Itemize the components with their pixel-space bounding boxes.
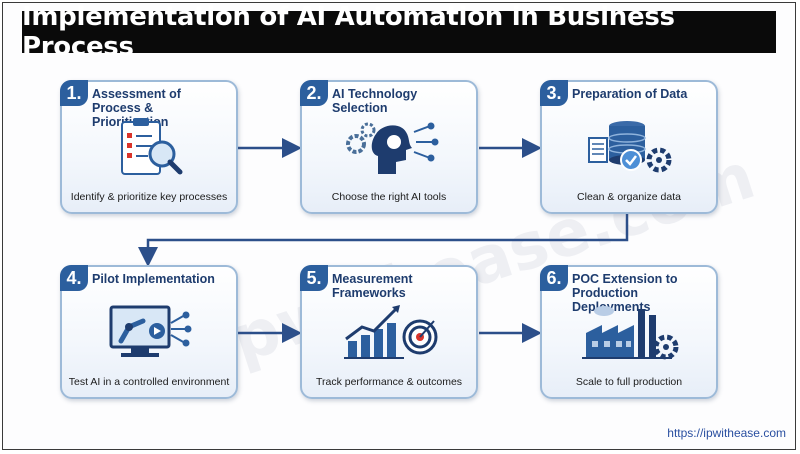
step-card-1: 1. Assessment of Process & Prioritizatio… bbox=[60, 80, 238, 214]
ai-head-gears-icon bbox=[302, 116, 476, 178]
step-number: 5. bbox=[300, 265, 328, 291]
step-caption: Scale to full production bbox=[575, 376, 683, 388]
step-title: Preparation of Data bbox=[572, 87, 688, 101]
step-number: 4. bbox=[60, 265, 88, 291]
step-title: Pilot Implementation bbox=[92, 272, 215, 286]
step-title: AI Technology Selection bbox=[332, 87, 418, 115]
arrow-3-to-4 bbox=[138, 214, 629, 267]
step-number: 3. bbox=[540, 80, 568, 106]
step-caption: Choose the right AI tools bbox=[331, 191, 447, 203]
step-caption: Track performance & outcomes bbox=[315, 376, 463, 388]
source-url[interactable]: https://ipwithease.com bbox=[667, 426, 786, 440]
growth-chart-target-icon bbox=[302, 301, 476, 363]
step-card-6: 6. POC Extension to Production Deploymen… bbox=[540, 265, 718, 399]
step-card-5: 5. Measurement Frameworks Track performa… bbox=[300, 265, 478, 399]
step-card-3: 3. Preparation of Data Clean & organize … bbox=[540, 80, 718, 214]
step-card-2: 2. AI Technology Selection Choose the ri… bbox=[300, 80, 478, 214]
step-number: 2. bbox=[300, 80, 328, 106]
step-number: 6. bbox=[540, 265, 568, 291]
factory-gear-icon bbox=[542, 301, 716, 363]
step-number: 1. bbox=[60, 80, 88, 106]
step-title: POC Extension to Production Deployments bbox=[572, 272, 678, 314]
step-caption: Identify & prioritize key processes bbox=[70, 191, 228, 203]
step-caption: Clean & organize data bbox=[577, 191, 681, 203]
robot-arm-monitor-icon bbox=[62, 301, 236, 363]
database-check-icon bbox=[542, 116, 716, 178]
step-title: Measurement Frameworks bbox=[332, 272, 413, 300]
step-card-4: 4. Pilot Implementation Test AI in a con… bbox=[60, 265, 238, 399]
checklist-magnifier-icon bbox=[62, 116, 236, 178]
step-caption: Test AI in a controlled environment bbox=[68, 376, 230, 388]
